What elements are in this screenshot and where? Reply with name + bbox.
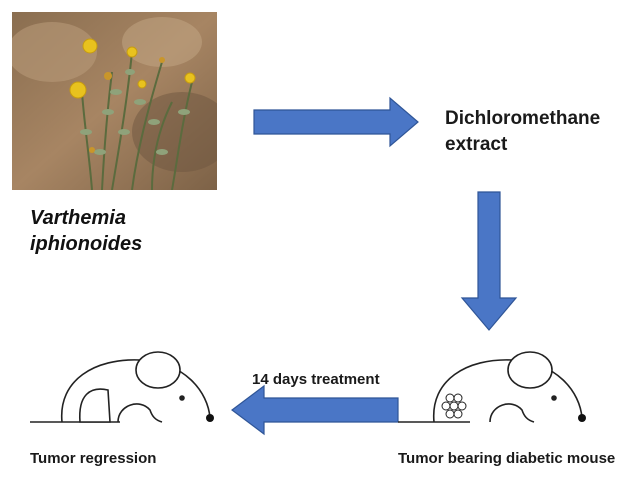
tumor-regression-label: Tumor regression: [30, 450, 157, 467]
treatment-label: 14 days treatment: [252, 371, 380, 388]
species-name: Varthemia iphionoides: [30, 205, 142, 257]
arrow-extract-to-mouse: [460, 191, 518, 331]
extract-label: Dichloromethane extract: [445, 106, 600, 158]
species-line-1: Varthemia: [30, 207, 126, 229]
plant-photo: [12, 12, 217, 190]
extract-line-1: Dichloromethane: [445, 108, 601, 129]
arrow-treatment: [231, 384, 399, 436]
extract-line-2: extract: [445, 134, 508, 155]
arrow-plant-to-extract: [253, 96, 419, 148]
tumor-cluster: [441, 393, 467, 419]
species-line-2: iphionoides: [30, 233, 143, 255]
mouse-tumor-bearing: [398, 351, 586, 423]
tumor-bearing-label: Tumor bearing diabetic mouse: [398, 450, 616, 467]
mouse-regressed: [30, 351, 214, 423]
